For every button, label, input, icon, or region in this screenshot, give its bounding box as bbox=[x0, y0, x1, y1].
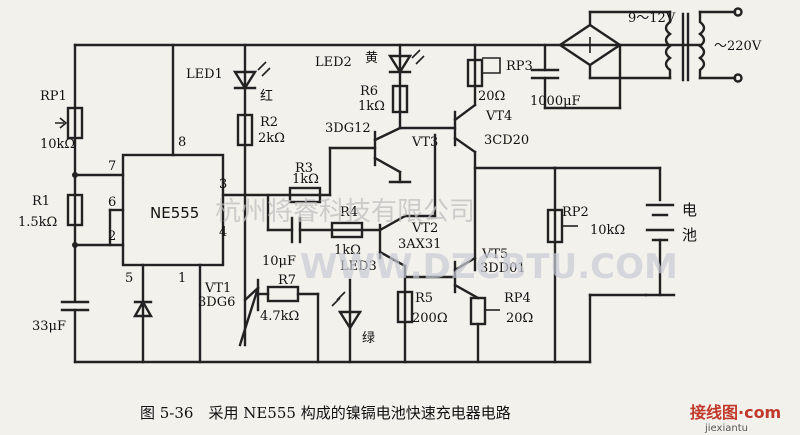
led1-label: LED1 bbox=[186, 67, 223, 82]
c1-value: 33μF bbox=[32, 319, 66, 334]
vt2-collector bbox=[378, 214, 407, 232]
rp1-label: RP1 bbox=[40, 89, 67, 104]
rp1-wiper bbox=[55, 117, 68, 129]
r5-value: 200Ω bbox=[412, 311, 448, 326]
vt3-type: 3DG12 bbox=[325, 121, 371, 136]
pin4: 4 bbox=[219, 225, 227, 240]
r3-resistor bbox=[288, 186, 322, 204]
vt5-collector bbox=[453, 256, 477, 272]
vt2-label: VT2 bbox=[411, 221, 438, 236]
rp4-value: 20Ω bbox=[506, 311, 533, 326]
r2-value: 2kΩ bbox=[258, 131, 285, 146]
vt4-emitter bbox=[453, 103, 477, 122]
vt3-collector bbox=[373, 126, 402, 142]
mains-terminal bbox=[733, 73, 743, 83]
vt1-collector bbox=[238, 286, 260, 347]
vt5-emitter bbox=[453, 283, 480, 300]
mains-terminal bbox=[733, 7, 743, 17]
r5-resistor bbox=[396, 290, 414, 324]
pin8: 8 bbox=[178, 135, 186, 150]
ic-label: NE555 bbox=[150, 204, 199, 222]
rp3-value: 20Ω bbox=[478, 89, 505, 104]
c3-value: 1000μF bbox=[530, 94, 581, 109]
pin7: 7 bbox=[108, 159, 116, 174]
r1-label: R1 bbox=[32, 194, 50, 209]
pin5: 5 bbox=[125, 271, 133, 286]
r4-label: R4 bbox=[340, 205, 358, 220]
site-logo: 接线图·com bbox=[690, 403, 781, 422]
c2-value: 10μF bbox=[262, 254, 296, 269]
led2-diode bbox=[387, 54, 413, 75]
vt2-emitter bbox=[378, 250, 407, 268]
pin3: 3 bbox=[219, 177, 227, 192]
pin2: 2 bbox=[108, 229, 116, 244]
transformer-secondary bbox=[664, 10, 672, 80]
led3-label: LED3 bbox=[340, 259, 377, 274]
r6-label: R6 bbox=[360, 84, 378, 99]
rp2-value: 10kΩ bbox=[590, 223, 625, 238]
led1-diode bbox=[232, 70, 258, 91]
r2-label: R2 bbox=[260, 115, 278, 130]
r1-resistor bbox=[66, 193, 84, 227]
rp3-label: RP3 bbox=[506, 59, 533, 74]
led1-rays bbox=[257, 61, 271, 77]
bridge-inner bbox=[582, 37, 598, 53]
vt1-type: 3DG6 bbox=[198, 295, 235, 310]
vt3-label: VT3 bbox=[411, 135, 438, 150]
vt4-collector bbox=[453, 136, 477, 154]
rp1-resistor bbox=[66, 106, 84, 140]
led3-rays bbox=[331, 291, 346, 307]
led3-diode bbox=[337, 310, 363, 331]
vt4-label: VT4 bbox=[485, 109, 512, 124]
pin1: 1 bbox=[178, 271, 186, 286]
watermark-cn: 杭州将睿科技有限公司 bbox=[215, 197, 475, 227]
rp1-value: 10kΩ bbox=[40, 137, 75, 152]
r6-resistor bbox=[391, 84, 409, 114]
led1-color: 红 bbox=[260, 88, 273, 104]
r7-resistor bbox=[266, 285, 300, 303]
ac-voltage: ～220V bbox=[714, 39, 762, 54]
vt1-label: VT1 bbox=[204, 281, 231, 296]
led2-label: LED2 bbox=[315, 55, 352, 70]
r6-value: 1kΩ bbox=[358, 99, 385, 114]
vt5-type: 3DD01 bbox=[480, 261, 526, 276]
diode bbox=[132, 299, 154, 318]
rp2-label: RP2 bbox=[562, 205, 589, 220]
r2-resistor bbox=[236, 113, 254, 147]
pin6: 6 bbox=[108, 195, 116, 210]
r4-resistor bbox=[330, 221, 364, 239]
r4-value: 1kΩ bbox=[334, 243, 361, 258]
vt4-type: 3CD20 bbox=[484, 133, 529, 148]
led2-rays bbox=[411, 49, 425, 65]
vt1-base-lead bbox=[243, 286, 260, 302]
rp4-resistor bbox=[469, 296, 487, 326]
figure-caption: 图 5-36 采用 NE555 构成的镍镉电池快速充电器电路 bbox=[140, 404, 511, 422]
led2-color: 黄 bbox=[365, 51, 378, 66]
dc-voltage: 9～12V bbox=[628, 11, 676, 26]
watermark-en: WWW.DZCBTU.COM bbox=[300, 247, 678, 287]
rp3-wiper bbox=[482, 57, 501, 74]
vt3-emitter bbox=[373, 156, 402, 174]
r7-label: R7 bbox=[278, 273, 296, 288]
vt2-type: 3AX31 bbox=[398, 237, 441, 252]
r5-label: R5 bbox=[415, 291, 433, 306]
transformer-primary bbox=[698, 10, 706, 80]
r3-label: R3 bbox=[295, 161, 313, 176]
site-logo-sub: jiexiantu bbox=[704, 423, 748, 434]
rp4-label: RP4 bbox=[504, 291, 531, 306]
battery-label-2: 池 bbox=[682, 226, 697, 244]
r3-value: 1kΩ bbox=[292, 172, 319, 187]
led3-color: 绿 bbox=[362, 331, 375, 346]
r7-value: 4.7kΩ bbox=[260, 309, 299, 324]
battery-label-1: 电 bbox=[682, 201, 697, 219]
vt5-label: VT5 bbox=[481, 247, 508, 262]
r1-value: 1.5kΩ bbox=[18, 215, 57, 230]
